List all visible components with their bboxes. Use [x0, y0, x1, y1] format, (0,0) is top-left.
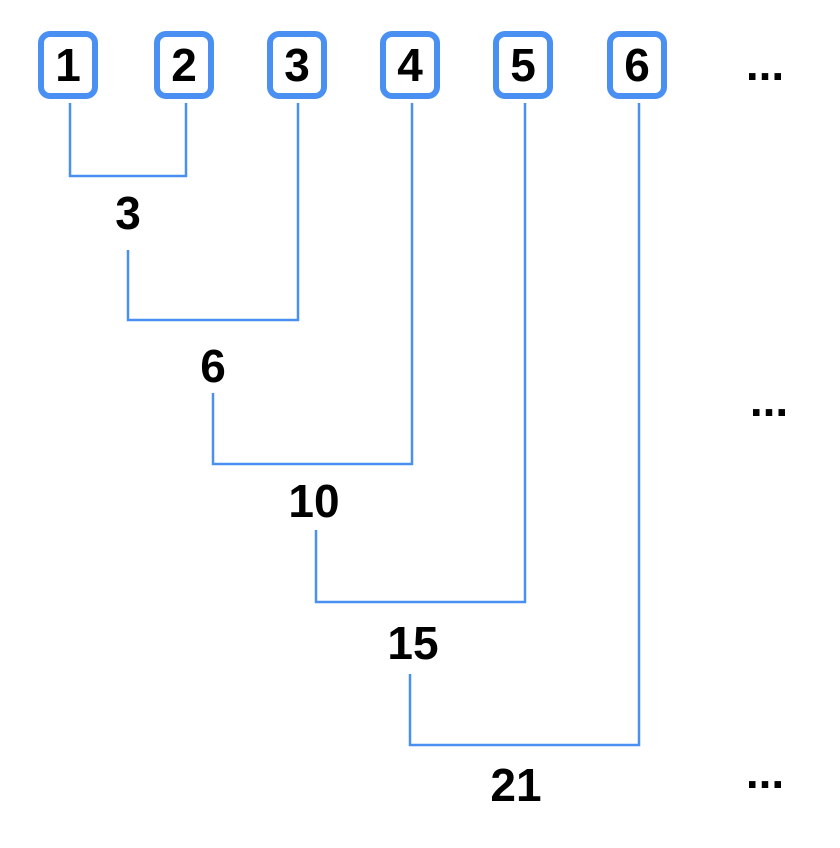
sum-value: 3 — [115, 187, 141, 239]
input-box-label: 3 — [284, 39, 310, 91]
input-box-4: 4 — [380, 31, 440, 99]
input-box-label: 6 — [624, 39, 650, 91]
ellipsis-bottom: ... — [745, 746, 785, 798]
input-box-6: 6 — [607, 31, 667, 99]
sum-value: 6 — [200, 340, 226, 392]
input-box-label: 4 — [397, 39, 423, 91]
input-box-2: 2 — [154, 31, 214, 99]
sum-value: 10 — [288, 475, 340, 527]
input-box-label: 5 — [510, 39, 536, 91]
ellipsis-top: ... — [745, 38, 785, 90]
ellipsis-middle: ... — [749, 374, 789, 426]
input-box-label: 1 — [55, 39, 81, 91]
connector-3-3 — [126, 103, 300, 322]
input-box-label: 2 — [171, 39, 197, 91]
connector-6-4 — [211, 103, 414, 466]
connector-1-2 — [68, 103, 188, 178]
input-box-3: 3 — [267, 31, 327, 99]
connector-10-5 — [314, 103, 527, 604]
connector-15-6 — [408, 103, 641, 747]
input-box-1: 1 — [38, 31, 98, 99]
sum-value: 21 — [490, 759, 542, 811]
input-box-5: 5 — [493, 31, 553, 99]
sum-value: 15 — [387, 617, 439, 669]
